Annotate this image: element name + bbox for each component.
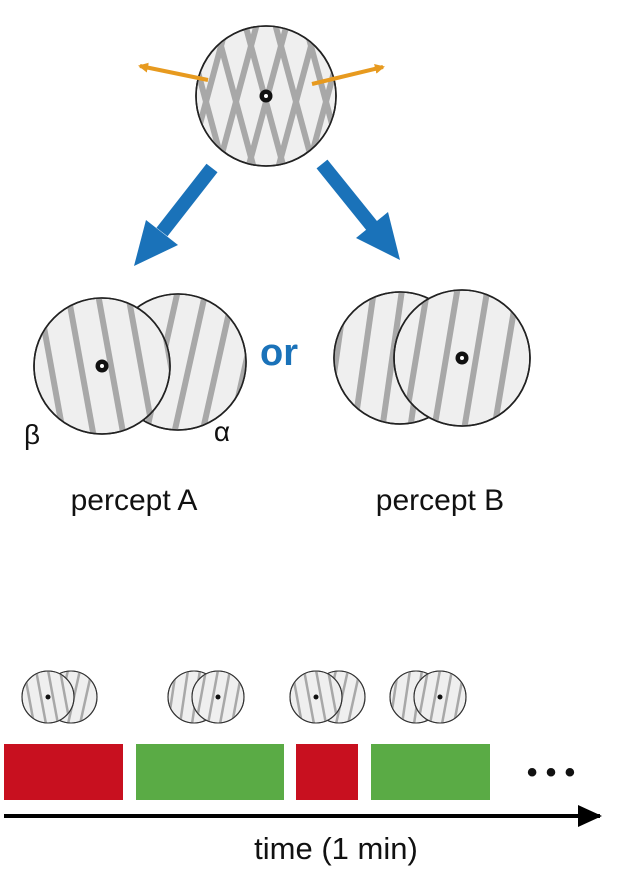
percept-timeline [4, 744, 490, 800]
branch-arrow-right [316, 159, 400, 260]
timeline-percept-icon-2 [167, 670, 245, 724]
beta-symbol: β [24, 419, 40, 450]
percept-b-label: percept B [376, 484, 504, 517]
branch-arrow-left [134, 163, 218, 266]
motion-arrow-right [311, 64, 385, 86]
motion-arrow-left [138, 62, 209, 82]
timeline-percept-icon-1 [21, 670, 98, 724]
or-label: or [260, 332, 298, 374]
timeline-percept-icon-4 [389, 670, 467, 724]
percept-a-diagram: β α [24, 293, 247, 450]
timeline-segment-4 [371, 744, 490, 800]
timeline-percept-icon-3 [289, 670, 366, 724]
time-axis-label: time (1 min) [254, 831, 418, 866]
timeline-segment-1 [4, 744, 123, 800]
timeline-segment-2 [136, 744, 284, 800]
plaid-stimulus [138, 25, 385, 167]
timeline-segment-3 [296, 744, 358, 800]
percept-b-diagram [333, 289, 531, 427]
timeline-continuation-dots: • • • [527, 756, 575, 789]
percept-a-label: percept A [71, 484, 198, 517]
alpha-symbol: α [214, 416, 230, 447]
